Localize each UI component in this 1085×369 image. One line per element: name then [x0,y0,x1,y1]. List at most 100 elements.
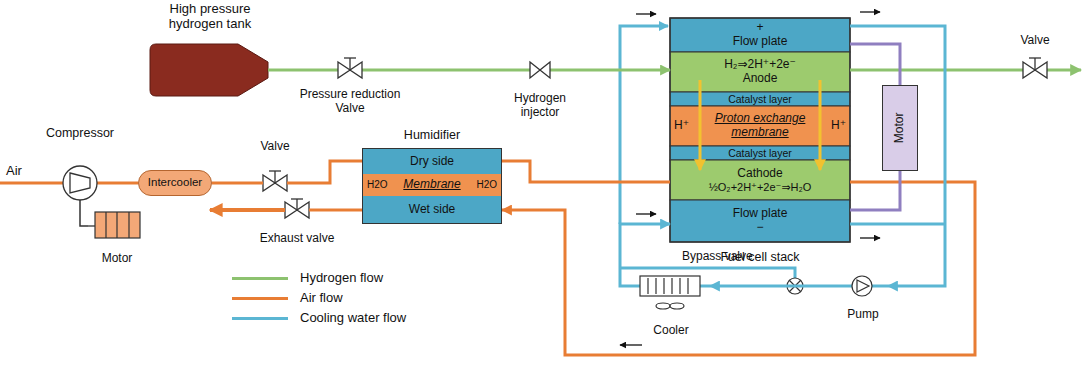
drawn-shape [268,69,272,72]
drawn-shape [116,212,117,238]
drawn-shape [63,166,97,200]
valve-node: Pressure reduction Valve [292,54,408,116]
node-text: H⁺ [674,119,689,133]
legend-text: Air flow [300,291,343,306]
node-text: High pressure hydrogen tank [154,2,266,32]
node-text: Dry side [410,155,454,169]
hydrogen-tank [150,44,268,96]
anode-layer: H₂⇒2H⁺+2e⁻Anode [670,52,850,92]
flow-connector [575,69,670,72]
drawn-shape [620,344,642,345]
drawn-shape [287,182,300,185]
motor-symbol [95,212,140,238]
cooler-symbol [640,276,700,309]
node-text: Proton exchange membrane [710,112,810,140]
drawn-shape [88,225,95,226]
drawn-shape [1029,57,1041,58]
drawn-shape [505,69,530,72]
drawn-shape [362,69,408,72]
drawn-shape [636,213,656,214]
node-text: Pump [847,308,878,322]
node-text: Hydrogen injector [507,92,573,120]
drawn-shape [670,160,850,200]
drawn-shape [269,170,281,171]
node-text: Anode [743,72,778,86]
drawn-shape [670,92,850,106]
drawn-shape [670,18,850,242]
drawn-shape [309,209,339,212]
node-text: H₂⇒2H⁺+2e⁻ [724,58,796,72]
legend-swatch [232,317,288,320]
drawn-shape [97,182,120,185]
motor-box: Motor [882,85,918,171]
drawn-shape [852,276,872,296]
drawn-shape [700,285,710,288]
drawn-shape [872,285,888,288]
drawn-shape [640,276,700,296]
drawn-shape [530,62,550,78]
drawn-shape [670,200,850,242]
stack-node: Fuel cell stack+Flow plateH₂⇒2H⁺+2e⁻Anod… [670,18,850,264]
drawn-shape [292,69,338,72]
drawn-shape [656,303,670,309]
pump-node: Pump [838,272,888,322]
node-text: Catalyst layer [728,93,792,105]
drawn-shape [648,278,688,294]
tank-node: High pressure hydrogen tank [148,2,272,98]
flow-connector [850,26,945,286]
drawn-shape [344,57,356,58]
flow-connector [339,209,362,212]
flow-arrows [620,12,880,345]
flow-connector [620,224,670,286]
node-text: Flow plate [733,207,788,221]
drawn-shape [670,106,850,146]
node-text: Valve [260,140,289,154]
node-text: ½O₂+2H⁺+2e⁻⇒H₂O [709,181,812,194]
drawn-shape [70,173,90,193]
drawn-shape [250,182,263,185]
catalyst-layer: Catalyst layer [670,92,850,106]
node-text: Valve [1020,34,1049,48]
node-text: − [756,221,763,235]
drawn-shape [128,212,129,238]
node-text: Exhaust valve [260,232,335,246]
node-text: Compressor [46,126,114,140]
flow-connector [212,182,250,185]
flow-connector [80,200,88,226]
node-text: H⁺ [831,119,846,133]
drawn-shape [838,285,852,288]
drawn-shape [150,44,268,96]
membrane-layer: H⁺ Proton exchange membrane H⁺ [670,106,850,146]
fuel-cell-layers [670,18,850,242]
drawn-shape [274,171,275,183]
drawn-shape [1005,69,1023,72]
drawn-shape [636,13,656,14]
drawn-shape [632,285,640,288]
drawn-shape [105,212,106,238]
flow-connector [300,161,362,183]
intercooler-box: Intercooler [138,170,212,196]
node-text: Cathode [737,167,782,181]
node-text: Catalyst layer [728,147,792,159]
drawn-shape [857,280,869,292]
legend-swatch [232,297,288,300]
injector-node: Hydrogen injector [505,56,575,120]
flow-connector [272,69,292,72]
node-text: Motor [102,252,133,266]
proton-arrows [700,80,820,170]
drawn-shape [620,26,668,224]
flow-plate: Flow plate− [670,200,850,242]
flow-connector [850,171,900,210]
drawn-shape [95,212,140,238]
drawn-shape [1047,69,1081,72]
motor-node: Motor [88,208,146,266]
legend-text: Cooling water flow [300,311,406,326]
flow-connector [502,161,670,182]
valve-node: Exhaust valve [255,196,339,246]
compressor-node: Compressor [40,126,120,200]
valve-node: Valve [250,140,300,192]
legend-swatch [232,277,288,280]
drawn-shape [850,223,945,226]
drawn-shape [699,80,702,170]
legend-text: Hydrogen flow [300,271,383,286]
